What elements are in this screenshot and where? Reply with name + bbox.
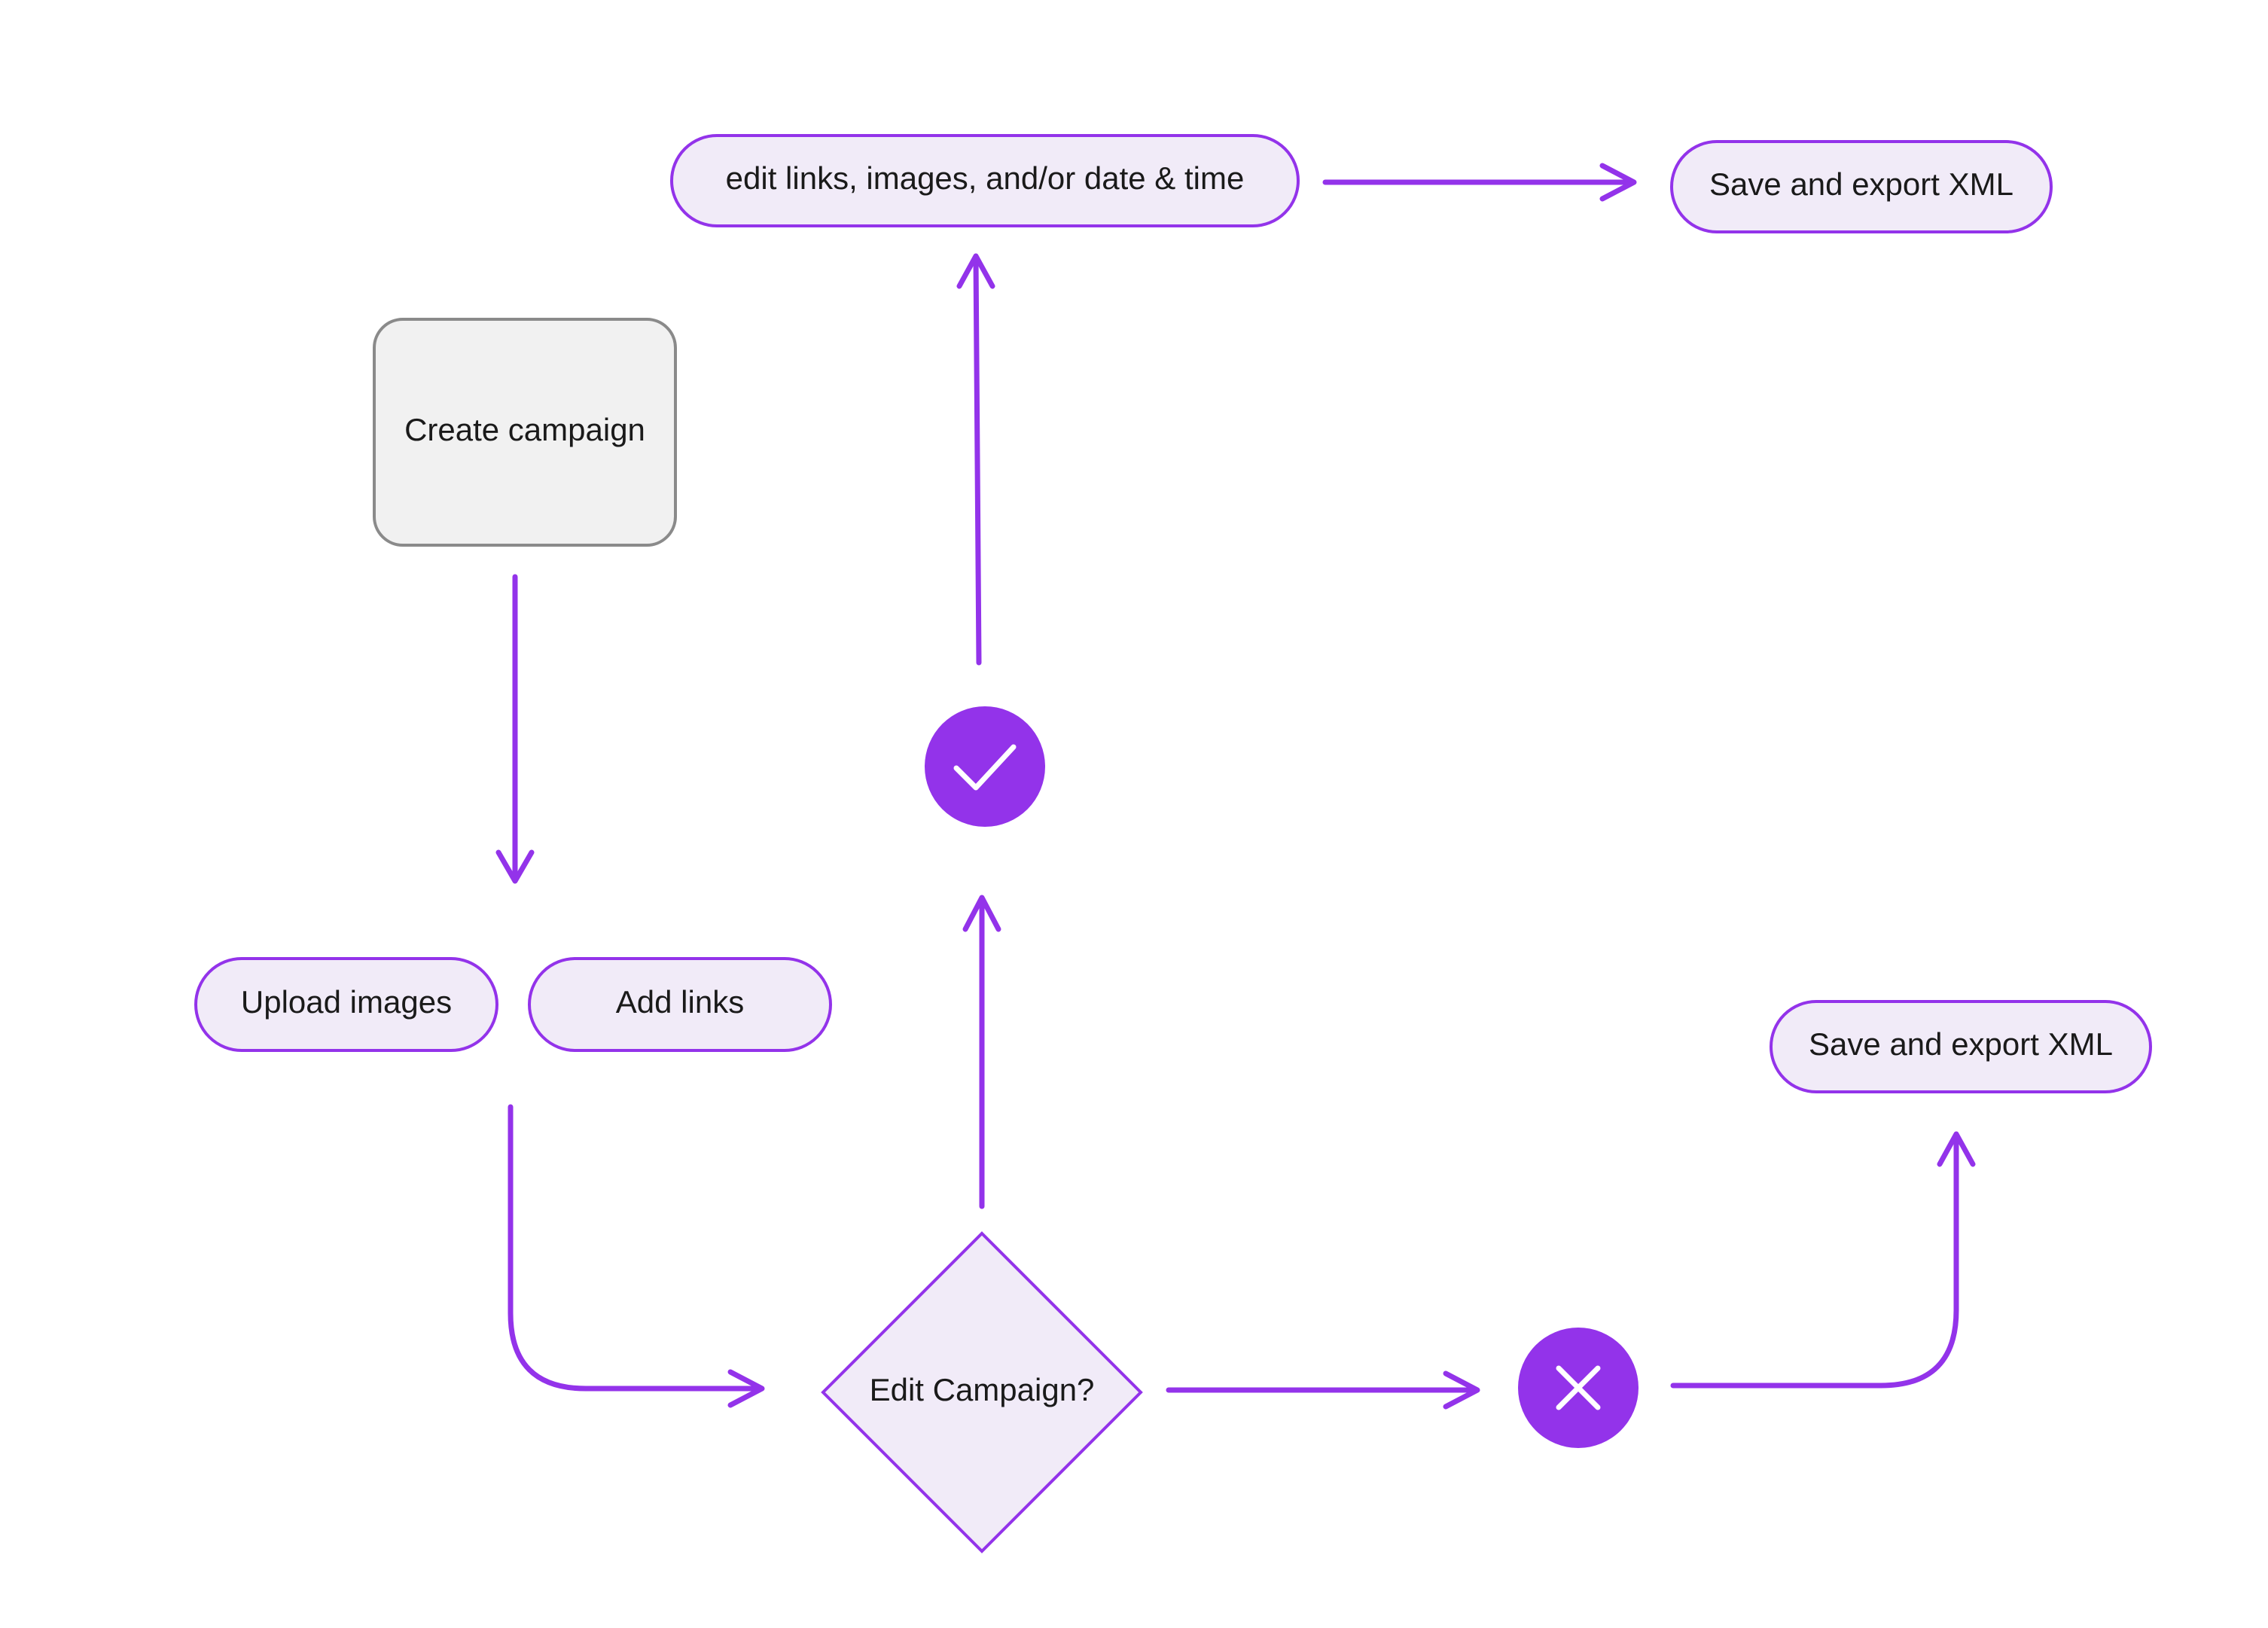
edge-yes-to-edit-details — [956, 253, 995, 666]
edit-campaign-label: Edit Campaign? — [870, 1372, 1095, 1407]
save-export-top-node: Save and export XML — [1670, 140, 2053, 233]
create-campaign-label: Create campaign — [404, 412, 645, 447]
add-links-node: Add links — [528, 957, 832, 1052]
save-export-bottom-node: Save and export XML — [1770, 1000, 2152, 1093]
upload-images-node: Upload images — [194, 957, 498, 1052]
edge-inputs-to-decision — [508, 1104, 765, 1408]
upload-images-label: Upload images — [241, 984, 452, 1020]
close-icon — [1556, 1365, 1601, 1410]
edge-create-to-inputs — [495, 574, 535, 884]
no-decision-circle — [1518, 1328, 1639, 1448]
edge-decision-to-yes — [962, 895, 1001, 1209]
add-links-label: Add links — [616, 984, 744, 1020]
check-icon — [953, 744, 1017, 791]
edit-details-label: edit links, images, and/or date & time — [726, 160, 1245, 196]
edge-decision-to-no — [1166, 1370, 1480, 1410]
edge-no-to-save-bottom — [1670, 1131, 1976, 1389]
edit-campaign-decision: Edit Campaign? — [821, 1231, 1143, 1553]
yes-decision-circle — [925, 706, 1045, 827]
save-export-top-label: Save and export XML — [1709, 166, 2013, 202]
edge-edit-details-to-save-top — [1322, 163, 1637, 202]
create-campaign-node: Create campaign — [373, 318, 677, 547]
save-export-bottom-label: Save and export XML — [1809, 1026, 2113, 1062]
edit-details-node: edit links, images, and/or date & time — [670, 134, 1300, 227]
